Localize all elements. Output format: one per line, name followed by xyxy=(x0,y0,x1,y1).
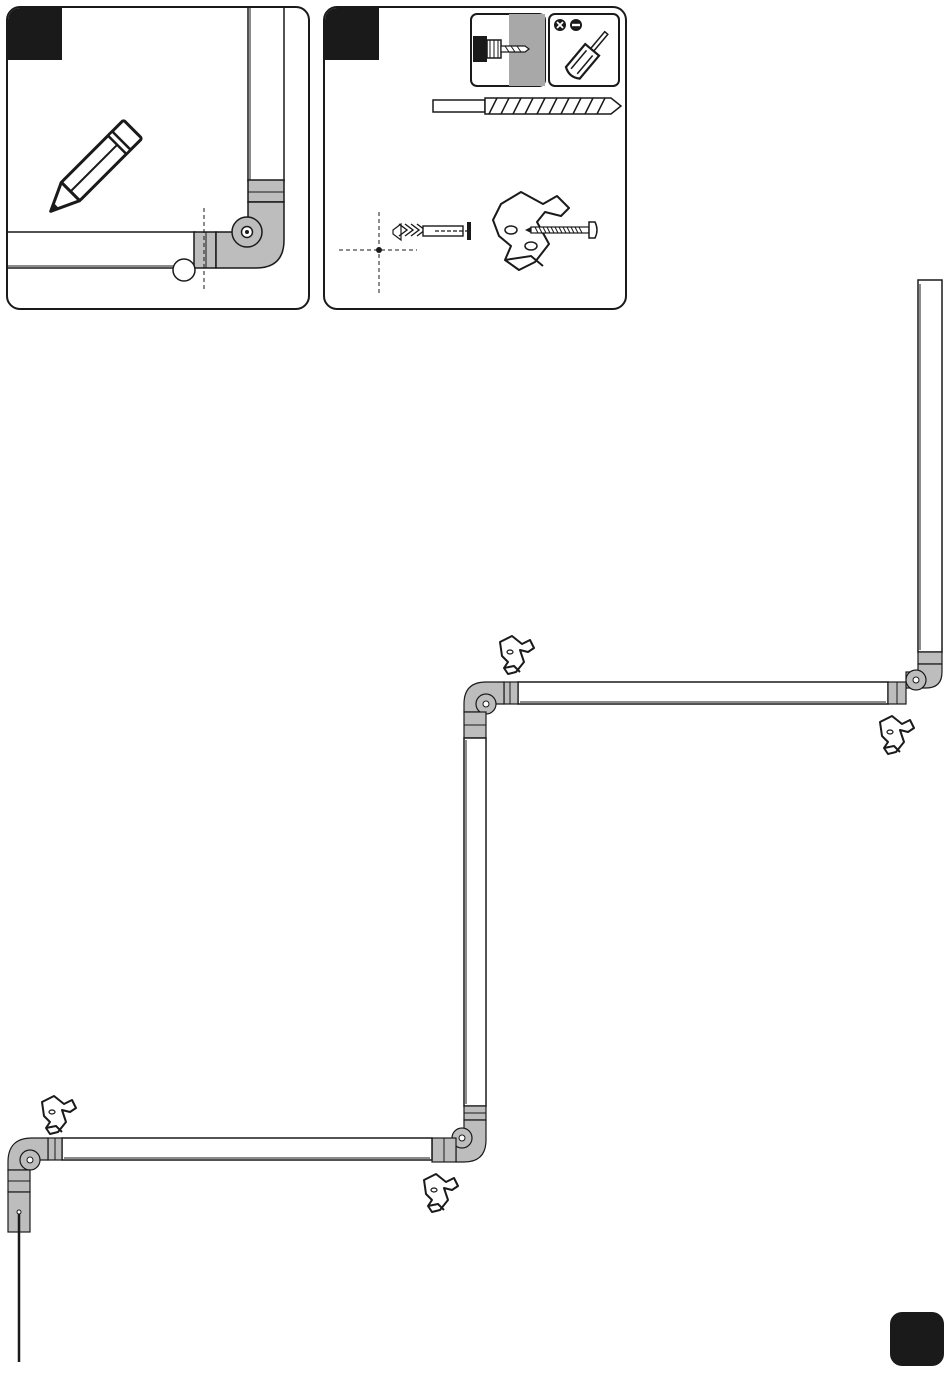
drill-icon xyxy=(471,14,545,86)
bracket xyxy=(880,716,914,754)
track-section-lower xyxy=(62,1138,432,1160)
drill-bit-icon xyxy=(433,98,621,114)
bracket xyxy=(500,636,534,674)
vertical-track xyxy=(248,8,284,181)
wall-plug-icon xyxy=(393,222,471,240)
track-section-right xyxy=(918,280,942,652)
mark-circle xyxy=(173,259,195,281)
corner-hinge xyxy=(906,670,926,690)
horizontal-track xyxy=(8,232,195,268)
step-1-illustration xyxy=(8,8,310,310)
corner-hinge xyxy=(476,694,496,714)
screwdriver-icon xyxy=(549,14,619,86)
step-1-panel xyxy=(6,6,310,310)
page-number-badge xyxy=(890,1312,944,1366)
bracket xyxy=(42,1096,76,1134)
bracket xyxy=(424,1174,458,1212)
step-2-illustration xyxy=(325,8,627,310)
track-connector xyxy=(248,180,284,202)
corner-hinge xyxy=(452,1128,472,1148)
end-cap xyxy=(8,1192,30,1232)
corner-hinge xyxy=(20,1150,40,1170)
track-section-middle xyxy=(464,738,486,1106)
step-2-panel xyxy=(323,6,627,310)
pencil-icon xyxy=(42,120,142,220)
track-section-upper xyxy=(518,682,888,704)
